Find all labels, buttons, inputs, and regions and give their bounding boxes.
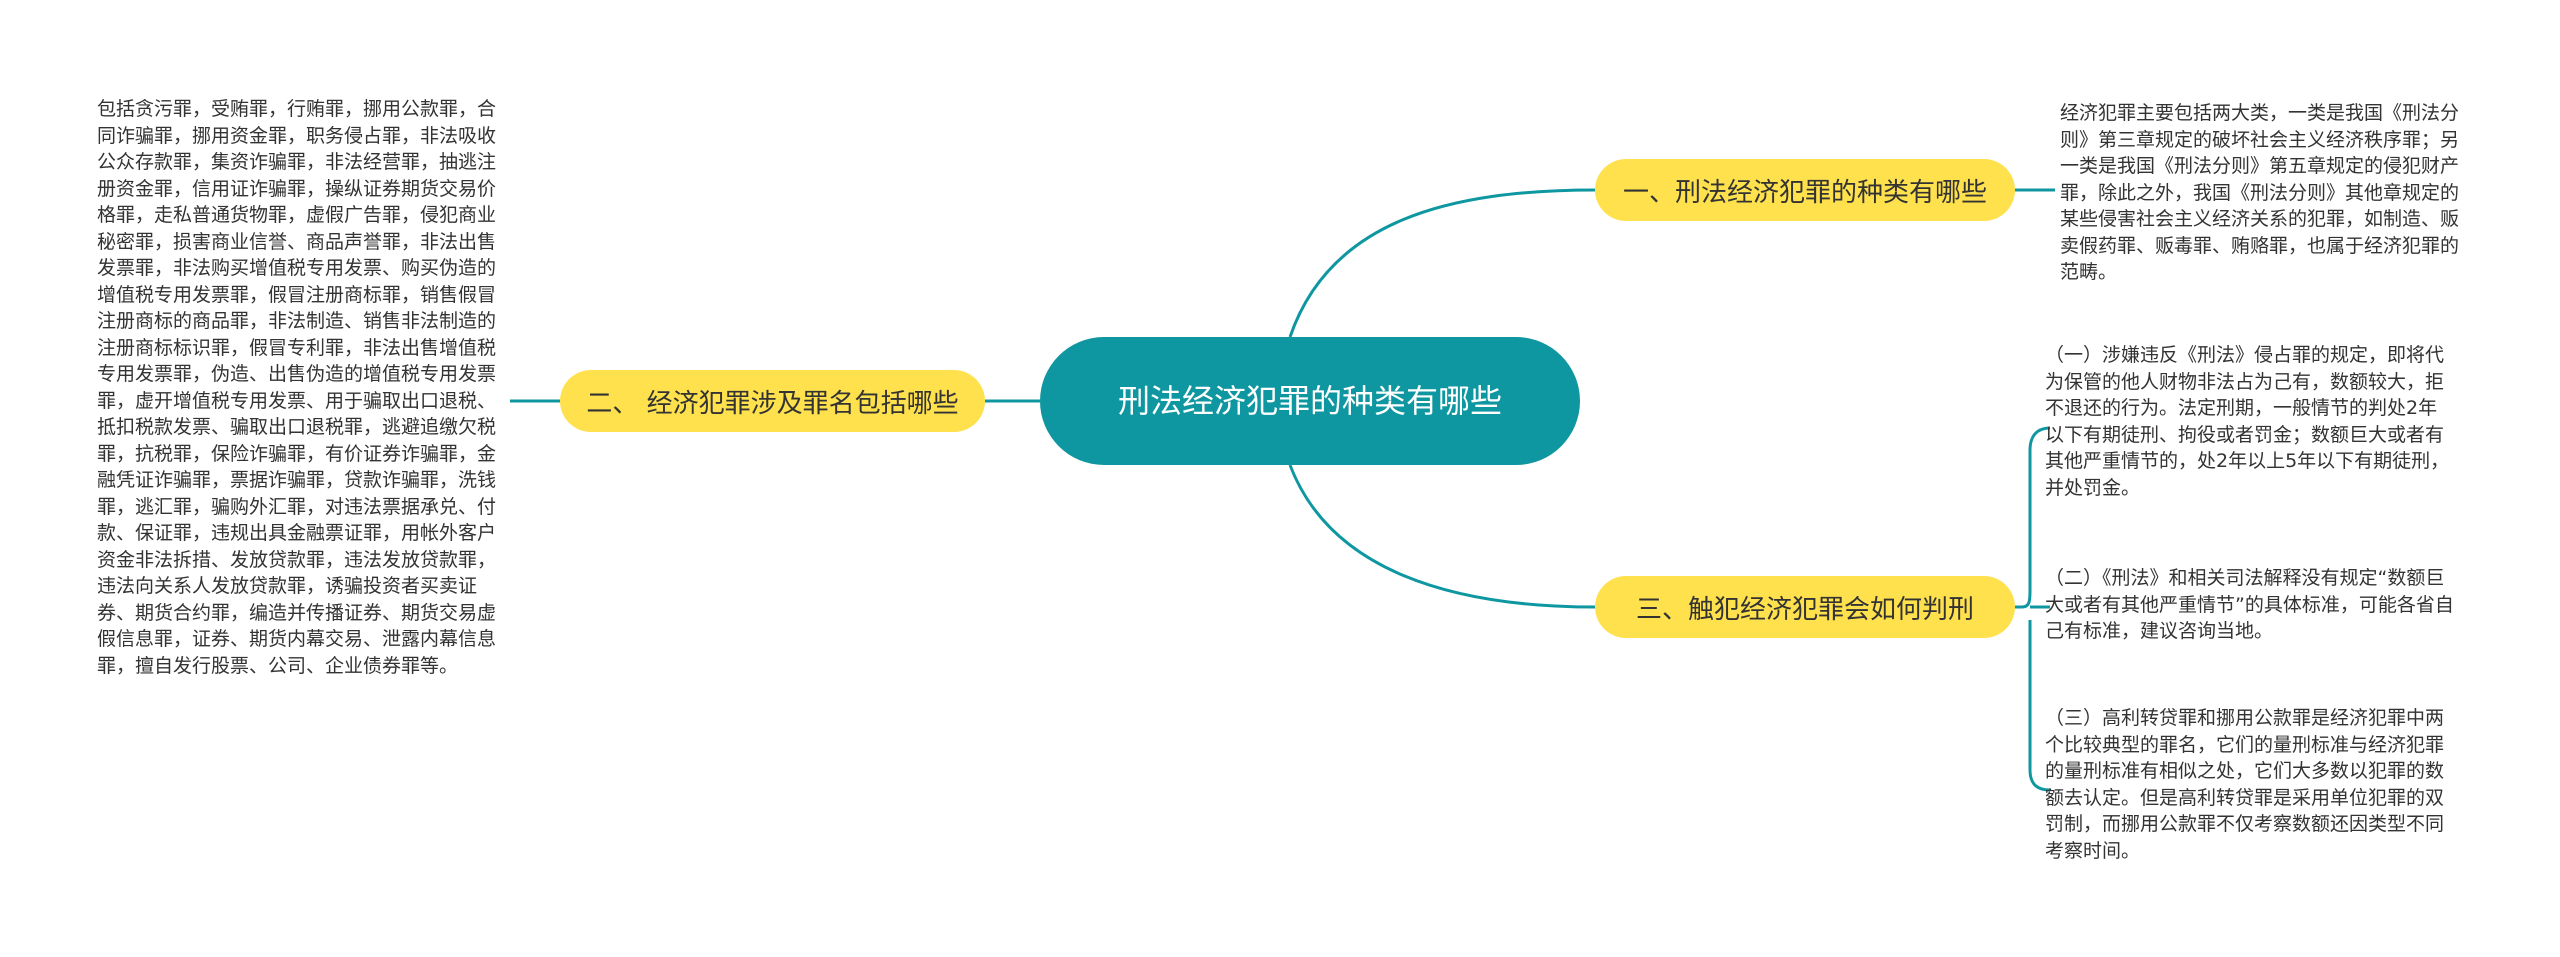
branch-1[interactable]: 一、刑法经济犯罪的种类有哪些 — [1595, 159, 2015, 221]
link-branch3-bracket — [2015, 426, 2051, 792]
center-topic[interactable]: 刑法经济犯罪的种类有哪些 — [1040, 337, 1580, 465]
center-topic-label: 刑法经济犯罪的种类有哪些 — [1117, 382, 1502, 420]
branch-3[interactable]: 三、触犯经济犯罪会如何判刑 — [1595, 576, 2015, 638]
link-center-branch3 — [1288, 464, 1596, 609]
branch-1-leaf: 经济犯罪主要包括两大类，一类是我国《刑法分则》第三章规定的破坏社会主义经济秩序罪… — [2060, 102, 2460, 283]
branch-1-label: 一、刑法经济犯罪的种类有哪些 — [1622, 177, 1987, 208]
branch-3-label: 三、触犯经济犯罪会如何判刑 — [1635, 594, 1974, 625]
branch-3-leaf-1: （一）涉嫌违反《刑法》侵占罪的规定，即将代为保管的他人财物非法占为己有，数额较大… — [2045, 344, 2450, 499]
branch-3-leaf-2: （二）《刑法》和相关司法解释没有规定“数额巨大或者有其他严重情节”的具体标准，可… — [2045, 567, 2454, 642]
branch-2-label: 二、 经济犯罪涉及罪名包括哪些 — [586, 388, 959, 419]
branch-2-leaf: 包括贪污罪，受贿罪，行贿罪，挪用公款罪，合同诈骗罪，挪用资金罪，职务侵占罪，非法… — [97, 98, 497, 677]
branch-2[interactable]: 二、 经济犯罪涉及罪名包括哪些 — [560, 370, 985, 432]
link-center-branch1 — [1288, 188, 1596, 338]
branch-3-leaf-3: （三）高利转贷罪和挪用公款罪是经济犯罪中两个比较典型的罪名，它们的量刑标准与经济… — [2045, 707, 2445, 862]
